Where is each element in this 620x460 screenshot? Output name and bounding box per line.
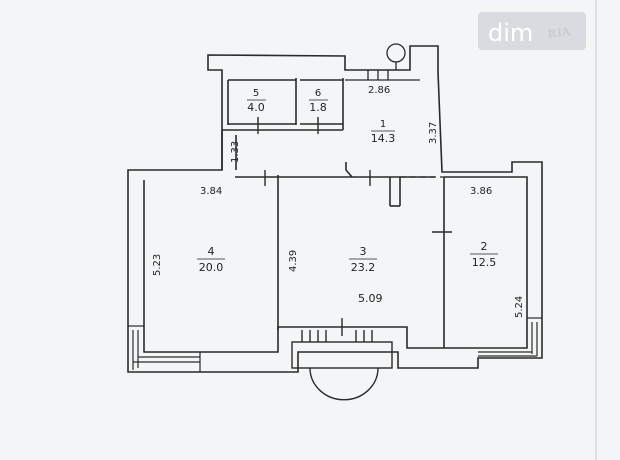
room-1-number: 1 <box>380 119 386 130</box>
room-5-number: 5 <box>253 88 259 99</box>
dimension-1-33: 1.33 <box>230 141 241 163</box>
balcony-bay <box>309 367 379 401</box>
room-4-area: 20.0 <box>199 261 224 274</box>
dimension-3-86: 3.86 <box>470 186 492 197</box>
room-6-area: 1.8 <box>309 101 327 114</box>
room-1-area: 14.3 <box>371 132 396 145</box>
outer-wall <box>127 45 543 373</box>
vent-circle <box>386 43 406 63</box>
door-ticks <box>257 117 452 336</box>
room-2-area: 12.5 <box>472 256 497 269</box>
dimension-4-39: 4.39 <box>288 250 299 272</box>
dimension-3-84: 3.84 <box>200 186 222 197</box>
right-corner-window <box>478 317 542 357</box>
room-labels: 5 4.0 6 1.8 1 14.3 4 20.0 3 23.2 2 12.5 <box>197 88 498 274</box>
balcony-slab <box>291 341 393 369</box>
balcony <box>291 330 393 401</box>
watermark-brand: dim <box>488 19 533 47</box>
dimension-5-24: 5.24 <box>514 296 525 318</box>
corridor-jog <box>345 162 353 178</box>
room-4-number: 4 <box>208 245 215 258</box>
inner-wall <box>143 176 528 353</box>
dimension-5-09: 5.09 <box>358 292 383 305</box>
room-3-area: 23.2 <box>351 261 376 274</box>
room-2-number: 2 <box>481 240 488 253</box>
top-window <box>345 43 420 81</box>
walls <box>127 45 543 373</box>
room-3-number: 3 <box>360 245 367 258</box>
dimension-3-37: 3.37 <box>428 122 439 144</box>
watermark-badge: RIA <box>547 25 572 41</box>
watermark: dim RIA <box>478 12 586 50</box>
dimension-labels: 2.86 3.84 3.86 5.09 3.37 1.33 5.23 4.39 … <box>152 85 525 318</box>
dimension-5-23: 5.23 <box>152 254 163 276</box>
left-corner-window <box>128 325 201 372</box>
room-6-number: 6 <box>315 88 321 99</box>
watermark-box <box>478 12 586 50</box>
dimension-2-86: 2.86 <box>368 85 390 96</box>
room-5-area: 4.0 <box>247 101 265 114</box>
